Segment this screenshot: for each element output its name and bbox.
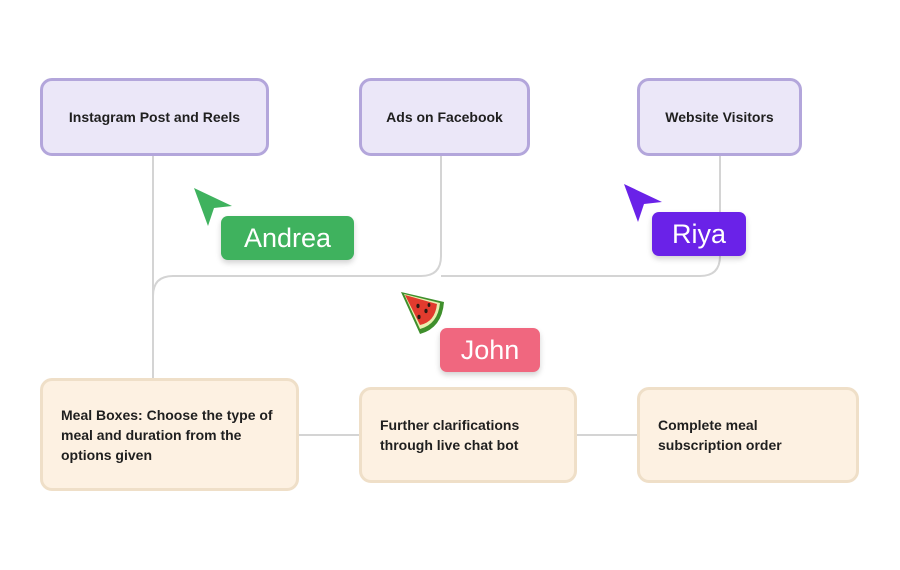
step-meal-boxes[interactable]: Meal Boxes: Choose the type of meal and … bbox=[40, 378, 299, 491]
source-instagram[interactable]: Instagram Post and Reels bbox=[40, 78, 269, 156]
source-instagram-label: Instagram Post and Reels bbox=[68, 109, 241, 125]
step-live-chat-label: Further clarifications through live chat… bbox=[380, 417, 520, 453]
source-facebook[interactable]: Ads on Facebook bbox=[359, 78, 530, 156]
riya-name-tag: Riya bbox=[652, 212, 746, 256]
john-name-tag: John bbox=[440, 328, 540, 372]
andrea-name-tag: Andrea bbox=[221, 216, 354, 260]
source-website[interactable]: Website Visitors bbox=[637, 78, 802, 156]
step-meal-boxes-label: Meal Boxes: Choose the type of meal and … bbox=[61, 406, 273, 463]
connector-facebook bbox=[152, 155, 442, 297]
riya-arrow-icon bbox=[624, 184, 662, 222]
source-facebook-label: Ads on Facebook bbox=[386, 109, 503, 125]
step-complete-order-label: Complete meal subscription order bbox=[658, 417, 782, 453]
step-live-chat[interactable]: Further clarifications through live chat… bbox=[359, 387, 577, 483]
connector-website bbox=[441, 155, 721, 277]
step-complete-order[interactable]: Complete meal subscription order bbox=[637, 387, 859, 483]
andrea-arrow-icon bbox=[194, 188, 232, 226]
watermelon-icon bbox=[401, 292, 444, 334]
source-website-label: Website Visitors bbox=[665, 109, 774, 125]
